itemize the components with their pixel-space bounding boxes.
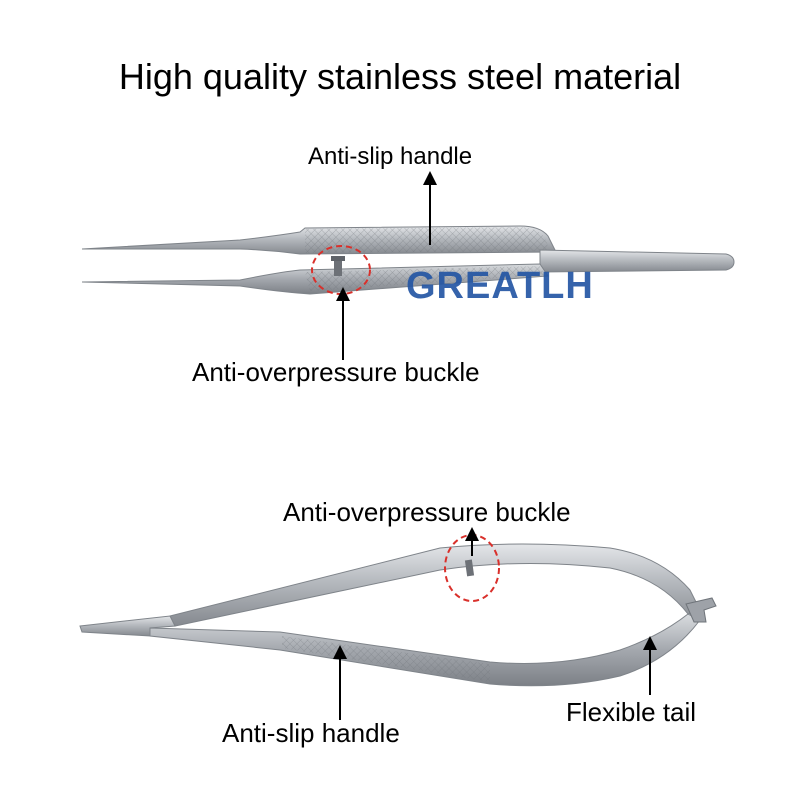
scissors-buckle-pin (464, 559, 475, 577)
scissors-lower-arm (149, 613, 701, 687)
scissors-upper-arm (169, 543, 701, 627)
tweezers (81, 171, 735, 360)
scissors-buckle-label: Anti-overpressure buckle (283, 497, 571, 527)
scissors-tail-label: Flexible tail (566, 697, 697, 727)
scissors (79, 527, 717, 720)
tweezers-buckle-pin (334, 258, 342, 276)
tweezers-buckle-label: Anti-overpressure buckle (192, 357, 480, 387)
scissors-handle-label: Anti-slip handle (222, 718, 400, 748)
tweezers-handle-label: Anti-slip handle (308, 143, 473, 170)
scissors-tail-tab (685, 597, 717, 623)
tweezers-tail (539, 249, 735, 273)
brand-logo: GREATLH (406, 265, 594, 307)
tweezers-upper-knurl (305, 227, 550, 253)
page-title: High quality stainless steel material (118, 56, 682, 97)
scissors-blades (79, 615, 176, 637)
